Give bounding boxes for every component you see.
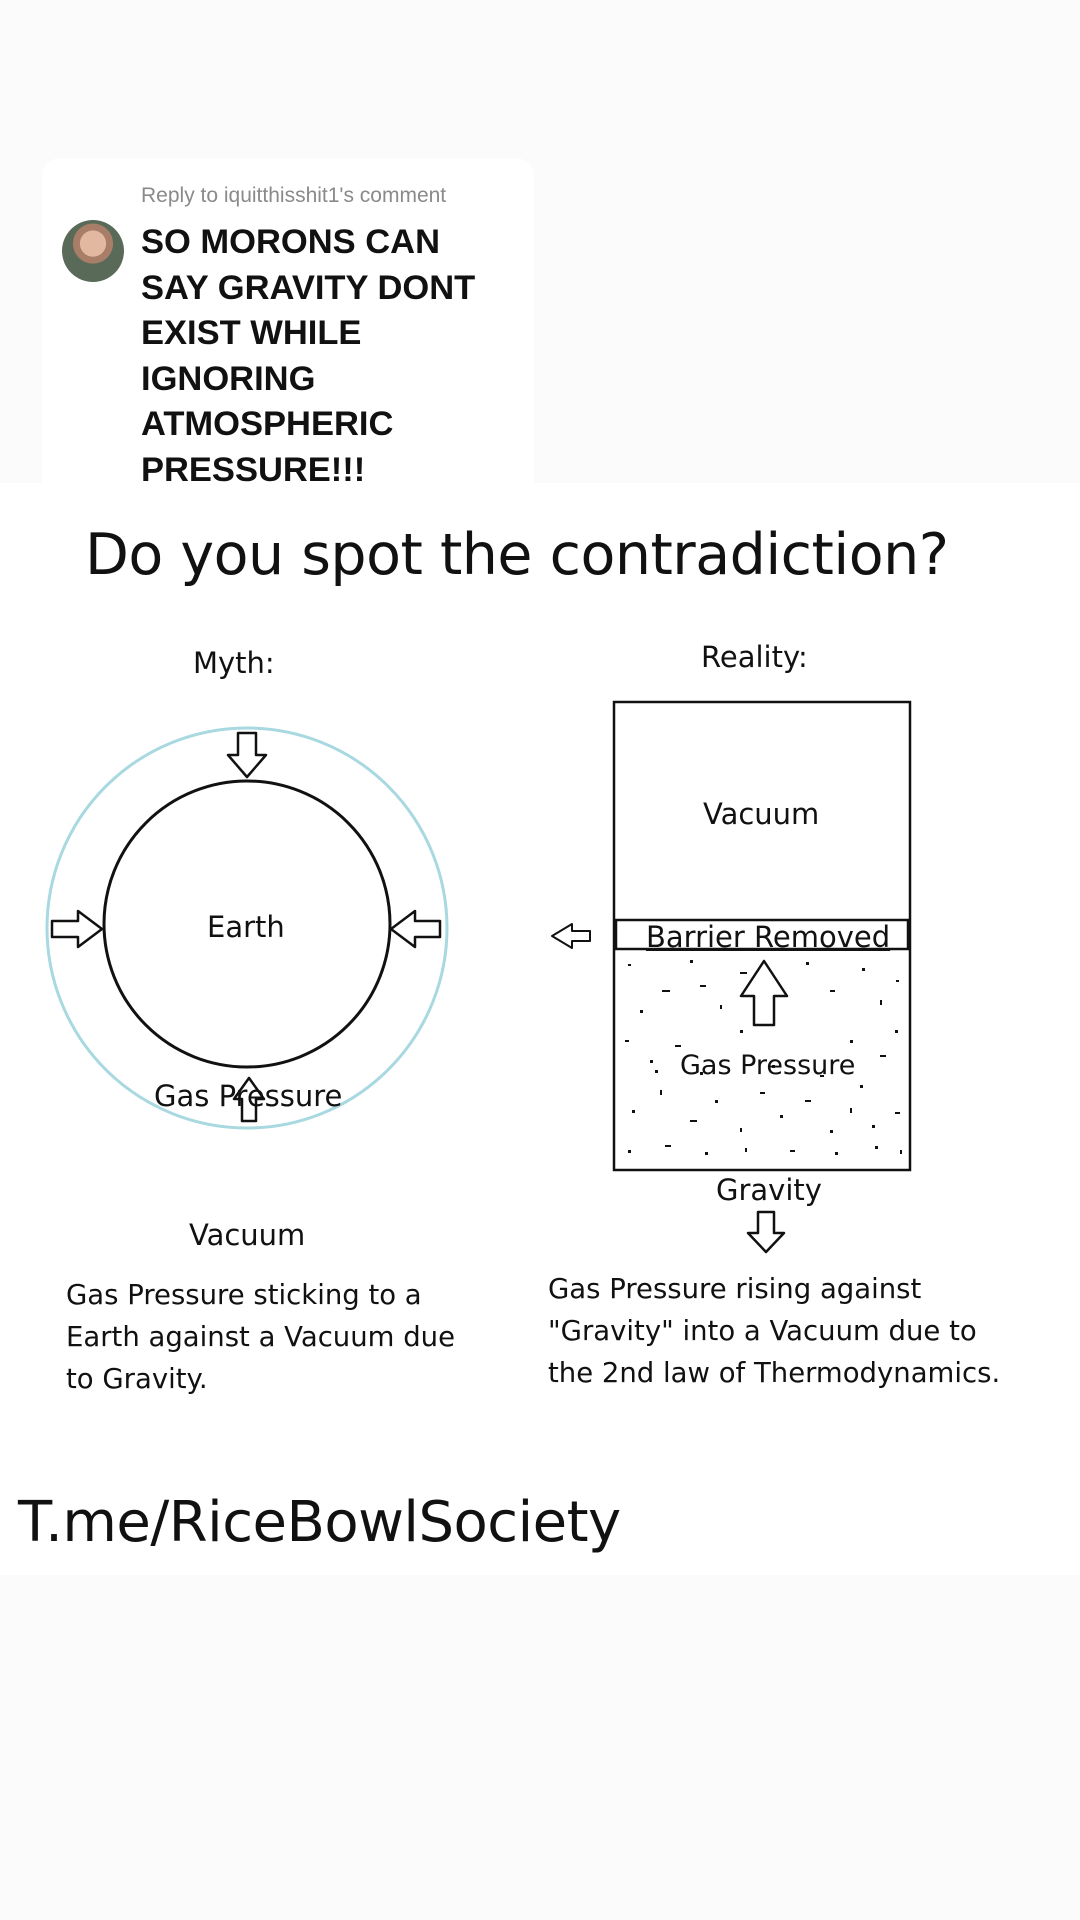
myth-heading: Myth: (193, 646, 275, 680)
gravity-label: Gravity (716, 1173, 822, 1207)
diagram-drawing (45, 700, 912, 1254)
myth-vacuum-label: Vacuum (189, 1218, 306, 1252)
container-box (612, 700, 912, 1172)
myth-caption: Gas Pressure sticking to a Earth against… (66, 1274, 486, 1400)
comment-line: ATMOSPHERIC (141, 405, 394, 443)
comment-text: SO MORONS CAN SAY GRAVITY DONT EXIST WHI… (141, 220, 526, 493)
arrow-left-small-icon (551, 923, 591, 949)
commenter-avatar[interactable] (62, 220, 124, 282)
reality-heading: Reality: (701, 640, 808, 674)
comment-line: IGNORING (141, 359, 316, 398)
telegram-link[interactable]: T.me/RiceBowlSociety (18, 1490, 621, 1555)
reply-to-label[interactable]: Reply to iquitthisshit1's comment (141, 184, 447, 207)
arrow-up-icon (232, 1076, 266, 1123)
comment-card (42, 158, 534, 488)
myth-caption-line: Gas Pressure sticking to a (66, 1279, 422, 1311)
earth-circle (102, 779, 392, 1069)
earth-label: Earth (207, 910, 285, 944)
reality-caption-line: "Gravity" into a Vacuum due to (548, 1315, 977, 1347)
reality-caption-line: the 2nd law of Thermodynamics. (548, 1357, 1001, 1389)
barrier-removed-label: Barrier Removed (646, 920, 891, 954)
gas-particles (625, 960, 902, 1155)
reality-caption-line: Gas Pressure rising against (548, 1273, 922, 1305)
arrow-right-icon (50, 909, 104, 949)
comment-line: SAY GRAVITY DONT (141, 268, 476, 307)
gas-arrow-up-icon (739, 959, 789, 1027)
myth-caption-line: to Gravity. (66, 1363, 208, 1395)
gravity-arrow-down-icon (746, 1210, 786, 1254)
reality-vacuum-label: Vacuum (703, 797, 820, 831)
comment-line: SO MORONS CAN (141, 223, 441, 261)
comment-line: PRESSURE!!! (141, 450, 366, 489)
arrow-left-icon (389, 909, 442, 949)
meme-image (0, 483, 1080, 1575)
reality-caption: Gas Pressure rising against "Gravity" in… (548, 1268, 1048, 1394)
comment-line: EXIST WHILE (141, 314, 362, 352)
reality-gas-pressure-label: Gas Pressure (680, 1050, 856, 1081)
meme-headline: Do you spot the contradiction? (85, 522, 949, 588)
atmosphere-ring (45, 726, 449, 1130)
arrow-down-icon (226, 731, 268, 779)
myth-gas-pressure-label: Gas Pressure (154, 1079, 343, 1113)
barrier-band (614, 918, 910, 951)
myth-caption-line: Earth against a Vacuum due (66, 1321, 456, 1353)
